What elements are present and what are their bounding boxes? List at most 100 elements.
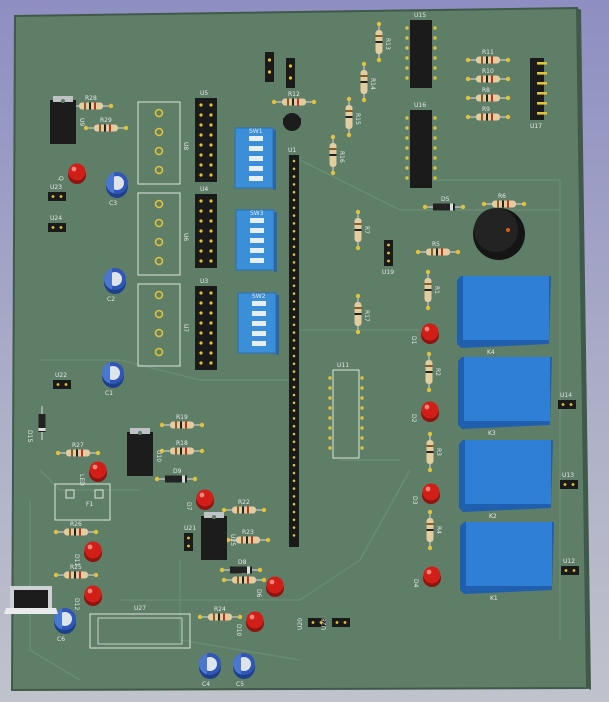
resistor-label: R11 (482, 49, 494, 56)
dip-switch-sw2: SW2 (237, 292, 279, 355)
resistor-r2: R2 (425, 351, 441, 393)
resistor-label: R3 (435, 448, 442, 456)
header-label: U4 (200, 186, 208, 193)
capacitor-c5: C5 (233, 653, 255, 688)
resistor-r22: R22 (221, 499, 267, 514)
led-d6: D6 (255, 576, 284, 598)
terminal-label: U8 (182, 142, 189, 150)
terminal-block-u8: U8 (137, 101, 189, 185)
led-label: LED (78, 474, 85, 486)
pin (537, 92, 547, 95)
led-label: D2 (410, 414, 417, 423)
dip-switch-sw1: SW1 (234, 127, 276, 190)
diode-d8: D8 (219, 559, 263, 574)
diode-d5: D5 (422, 196, 466, 211)
terminal-label: U6 (182, 233, 189, 241)
resistor-label: R29 (100, 117, 112, 124)
resistor-label: R16 (338, 151, 345, 163)
regulator-label: U10 (155, 450, 162, 462)
resistor-label: R22 (238, 499, 250, 506)
resistor-r11: R11 (465, 49, 511, 64)
led-label: D12 (73, 598, 80, 610)
fuse-holder-f1: F1 (54, 483, 111, 521)
led-d11: D11 (73, 541, 102, 566)
diode-label: D9 (173, 468, 182, 475)
ic-label: U11 (337, 362, 349, 369)
diode-d15: D15 (26, 406, 46, 442)
resistor-label: R2 (434, 368, 441, 376)
resistor-label: R6 (498, 193, 506, 200)
resistor-r6: R6 (481, 193, 527, 208)
resistor-r8: R8 (465, 87, 511, 102)
resistor-r13: R13 (375, 21, 391, 63)
ic-u15: U15 (405, 12, 437, 88)
resistor-label: R23 (242, 529, 254, 536)
resistor-r19: R19 (159, 414, 205, 429)
buzzer (473, 208, 525, 260)
led-q: Q (57, 163, 86, 184)
pin (537, 72, 547, 75)
resistor-r1: R1 (424, 269, 440, 311)
resistor-label: R7 (363, 226, 370, 234)
header-u1: U1 (288, 147, 299, 547)
header-u1-label: U1 (288, 147, 296, 154)
led-label: D6 (255, 589, 262, 598)
led-label: D11 (73, 554, 80, 566)
resistor-r29: R29 (83, 117, 129, 132)
resistor-label: R9 (482, 106, 490, 113)
capacitor-label: C2 (107, 296, 115, 303)
pcb-board-edge (577, 8, 591, 690)
header-u17-label: U17 (530, 123, 542, 130)
resistor-label: R27 (72, 442, 84, 449)
header-label: U23 (50, 184, 62, 191)
resistor-r14: R14 (360, 61, 376, 103)
header-u23: U23 (48, 184, 66, 201)
resistor-label: R15 (354, 113, 361, 125)
capacitor-label: C4 (202, 681, 210, 688)
header-label: U3 (200, 278, 208, 285)
resistor-r16: R16 (329, 134, 345, 176)
resistor-r17: R17 (354, 293, 370, 335)
header-label: U22 (55, 372, 67, 379)
ic-u11: U11 (328, 362, 364, 459)
resistor-r5: R5 (415, 241, 461, 256)
regulator-u25: U25 (201, 512, 236, 560)
regulator-label: U9 (78, 118, 85, 126)
resistor-r26: R26 (53, 521, 99, 536)
dip-switch-label: SW2 (252, 293, 266, 300)
diode-label: D15 (26, 430, 33, 442)
ic-u16: U16 (405, 102, 437, 188)
dip-switch-label: SW1 (249, 128, 263, 135)
resistor-r15: R15 (345, 96, 361, 138)
resistor-r27: R27 (55, 442, 101, 457)
relay-label: K2 (489, 513, 497, 520)
led-d12: D12 (73, 585, 102, 610)
capacitor-c1: C1 (102, 362, 124, 397)
resistor-label: R24 (214, 606, 226, 613)
resistor-r7: R7 (354, 209, 370, 251)
pin (537, 82, 547, 85)
led-label: Q (57, 176, 64, 181)
resistor-label: R14 (369, 78, 376, 90)
resistor-label: R4 (435, 526, 442, 534)
pin (537, 62, 547, 65)
terminal-block-u7: U7 (137, 283, 189, 367)
header-label: U20 (297, 618, 304, 630)
header-u3: U3 (195, 278, 217, 370)
led-led: LED (78, 461, 107, 486)
terminal-block-u6: U6 (137, 192, 189, 276)
led-label: D10 (235, 624, 242, 636)
header-u24: U24 (48, 215, 66, 232)
header-u14: U14 (558, 392, 576, 409)
regulator-u26 (4, 586, 58, 614)
capacitor-label: C6 (57, 636, 65, 643)
resistor-r3: R3 (426, 431, 442, 473)
diode-label: D5 (441, 196, 450, 203)
header-label: U19 (382, 269, 394, 276)
led-label: D7 (185, 502, 192, 511)
pin (537, 112, 547, 115)
resistor-r12: R12 (271, 91, 317, 106)
terminal-label: U7 (182, 324, 189, 332)
capacitor-c6: C6 (54, 608, 76, 643)
